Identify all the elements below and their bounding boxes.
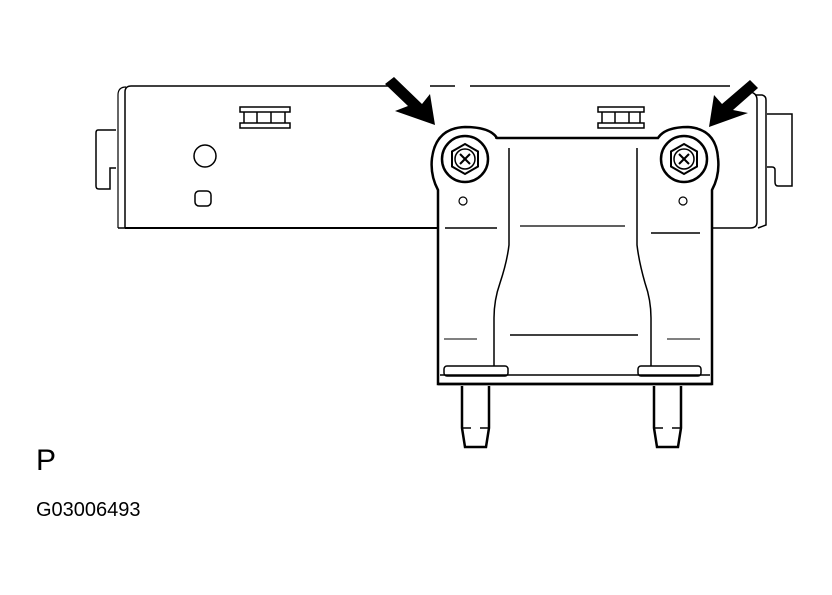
right-bolt-arrow xyxy=(709,80,758,127)
right-bolt xyxy=(659,134,709,184)
left-bolt-arrow xyxy=(385,77,435,125)
module-housing xyxy=(95,85,793,229)
view-label: P xyxy=(36,444,57,477)
connector-slot-right xyxy=(597,106,645,129)
figure-id: G03006493 xyxy=(36,499,141,521)
connector-slot-left xyxy=(239,106,291,129)
right-nozzle xyxy=(652,386,683,449)
left-bolt xyxy=(440,134,490,184)
left-nozzle xyxy=(460,386,491,449)
left-tab xyxy=(95,129,116,190)
square-hole xyxy=(194,190,212,207)
bracket xyxy=(430,125,720,386)
right-tab xyxy=(767,113,793,187)
round-hole xyxy=(193,144,217,168)
